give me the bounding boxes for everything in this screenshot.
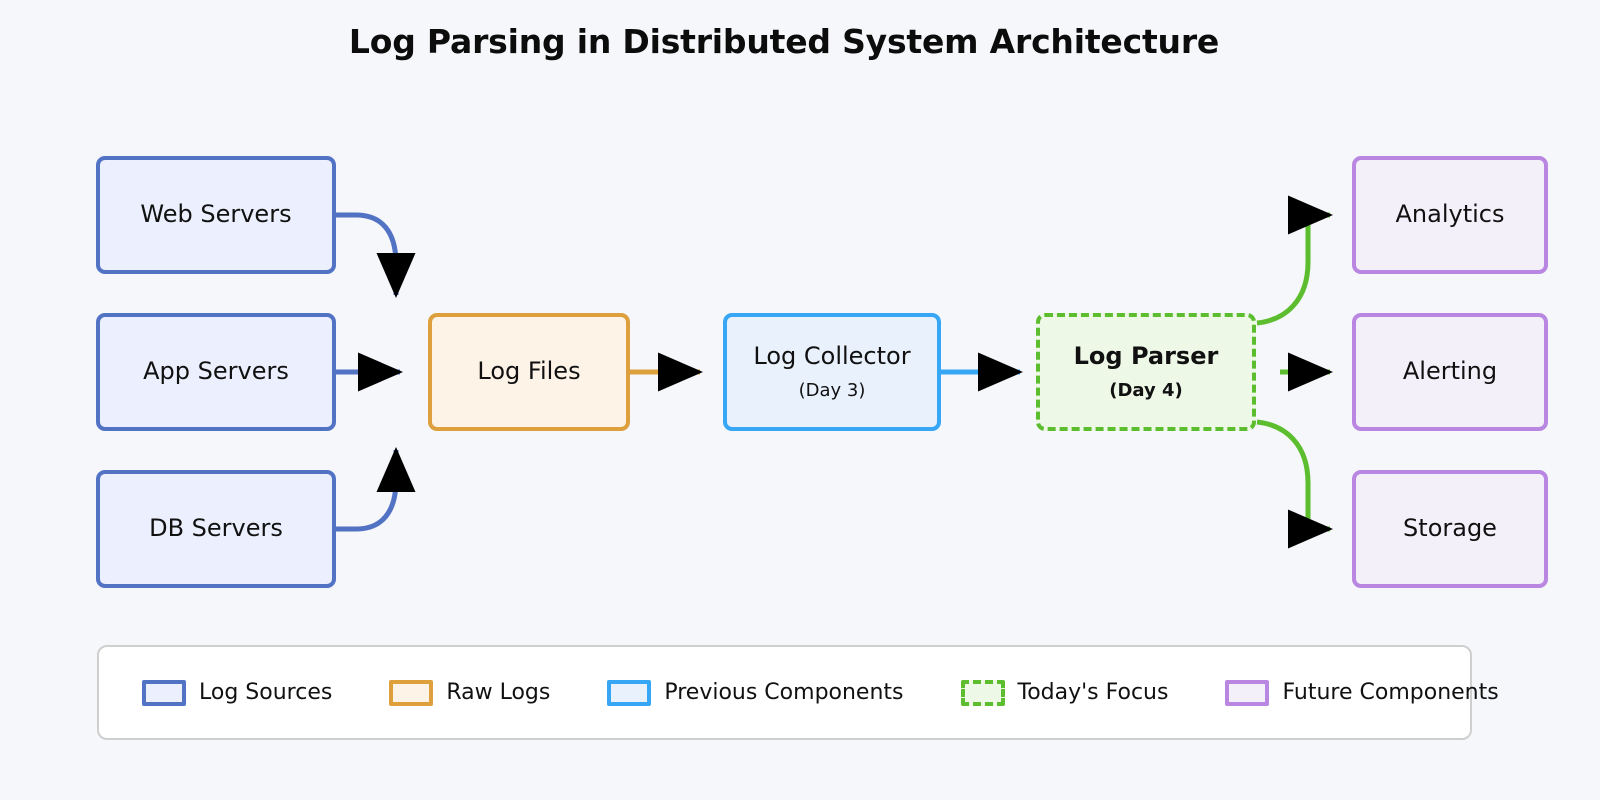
node-log-files[interactable]: Log Files xyxy=(428,313,630,431)
legend-item-raw-logs[interactable]: Raw Logs xyxy=(389,679,551,706)
node-db-servers-label: DB Servers xyxy=(149,514,283,543)
edge-db-servers-to-log-files xyxy=(336,446,416,532)
legend-label-log-sources: Log Sources xyxy=(199,680,333,705)
page-title: Log Parsing in Distributed System Archit… xyxy=(348,22,1220,61)
edge-log-parser-to-storage xyxy=(1256,419,1334,549)
legend: Log Sources Raw Logs Previous Components… xyxy=(97,645,1499,740)
node-storage[interactable]: Storage xyxy=(1352,470,1548,588)
legend-label-future-components: Future Components xyxy=(1282,680,1499,705)
legend-item-todays-focus[interactable]: Today's Focus xyxy=(960,679,1169,706)
legend-swatch-future-components xyxy=(1225,679,1270,706)
legend-item-log-sources[interactable]: Log Sources xyxy=(142,679,333,706)
legend-swatch-previous-components xyxy=(607,679,652,706)
node-app-servers-label: App Servers xyxy=(143,357,289,386)
legend-swatch-raw-logs xyxy=(389,679,434,706)
node-web-servers-label: Web Servers xyxy=(140,200,292,229)
node-log-parser[interactable]: Log Parser (Day 4) xyxy=(1036,313,1256,431)
node-analytics-label: Analytics xyxy=(1395,200,1505,229)
node-web-servers[interactable]: Web Servers xyxy=(96,156,336,274)
node-log-collector[interactable]: Log Collector (Day 3) xyxy=(723,313,941,431)
legend-item-previous-components[interactable]: Previous Components xyxy=(607,679,904,706)
node-log-collector-label: Log Collector xyxy=(753,342,911,371)
legend-swatch-log-sources xyxy=(142,679,186,706)
node-app-servers[interactable]: App Servers xyxy=(96,313,336,431)
node-log-collector-sublabel: (Day 3) xyxy=(798,379,866,401)
legend-item-future-components[interactable]: Future Components xyxy=(1225,679,1499,706)
node-alerting-label: Alerting xyxy=(1402,357,1498,386)
node-db-servers[interactable]: DB Servers xyxy=(96,470,336,588)
node-storage-label: Storage xyxy=(1403,514,1497,543)
node-log-parser-sublabel: (Day 4) xyxy=(1109,379,1183,401)
edge-web-servers-to-log-files xyxy=(336,212,416,299)
node-analytics[interactable]: Analytics xyxy=(1352,156,1548,274)
node-alerting[interactable]: Alerting xyxy=(1352,313,1548,431)
legend-label-raw-logs: Raw Logs xyxy=(446,680,551,705)
legend-label-previous-components: Previous Components xyxy=(664,680,904,705)
legend-label-todays-focus: Today's Focus xyxy=(1017,680,1169,705)
node-log-files-label: Log Files xyxy=(477,357,581,386)
edge-log-parser-to-analytics xyxy=(1256,195,1334,326)
node-log-parser-label: Log Parser xyxy=(1073,342,1219,371)
legend-swatch-todays-focus xyxy=(960,679,1005,706)
